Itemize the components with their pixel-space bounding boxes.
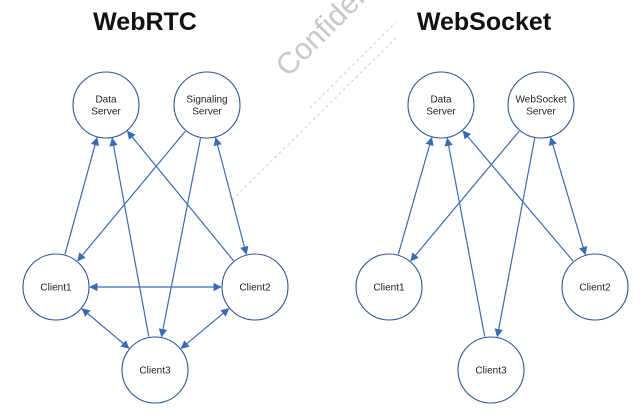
node-label: Client3 bbox=[139, 366, 171, 377]
connection-c2-signal bbox=[213, 137, 249, 255]
node-label: Server bbox=[426, 107, 456, 118]
node-circle bbox=[407, 71, 475, 139]
watermark-line bbox=[309, 21, 397, 109]
connection-c1-data bbox=[64, 136, 100, 255]
connection-c3-data bbox=[444, 137, 486, 337]
node-label: Server bbox=[192, 107, 222, 118]
node-label: Client1 bbox=[373, 283, 405, 294]
connection-c2-c3 bbox=[180, 308, 230, 349]
connection-c3-data bbox=[109, 137, 150, 337]
watermark: Confidential bbox=[270, 0, 405, 83]
node-circle bbox=[355, 253, 423, 321]
node-label: WebSocket bbox=[516, 95, 567, 106]
node-label: Data bbox=[95, 95, 117, 106]
node-label: Server bbox=[526, 107, 556, 118]
node-c1: Client1 bbox=[22, 253, 90, 321]
connection-c2-signal bbox=[548, 136, 588, 256]
connection-c1-signal bbox=[77, 130, 186, 262]
node-c2: Client2 bbox=[221, 253, 289, 321]
webrtc-connections bbox=[64, 130, 249, 349]
connection-c3-signal bbox=[158, 138, 202, 338]
node-circle bbox=[22, 253, 90, 321]
node-c3: Client3 bbox=[457, 336, 525, 404]
node-label: Client2 bbox=[579, 283, 611, 294]
node-circle bbox=[221, 253, 289, 321]
node-label: Server bbox=[91, 107, 121, 118]
connection-c2-data bbox=[462, 130, 574, 262]
node-c2: Client2 bbox=[561, 253, 629, 321]
node-circle bbox=[561, 253, 629, 321]
node-label: Data bbox=[430, 95, 452, 106]
node-circle bbox=[72, 71, 140, 139]
websocket-title: WebSocket bbox=[417, 8, 552, 36]
node-label: Client2 bbox=[239, 283, 271, 294]
websocket-connections bbox=[397, 130, 588, 338]
watermark-line bbox=[231, 37, 397, 201]
node-label: Client3 bbox=[475, 366, 507, 377]
node-circle bbox=[121, 336, 189, 404]
node-circle bbox=[507, 71, 575, 139]
webrtc-title: WebRTC bbox=[93, 8, 197, 36]
connection-c1-c3 bbox=[81, 308, 130, 349]
node-label: Signaling bbox=[186, 95, 227, 106]
node-label: Client1 bbox=[40, 283, 72, 294]
node-c1: Client1 bbox=[355, 253, 423, 321]
connection-c1-data bbox=[397, 136, 434, 255]
node-circle bbox=[173, 71, 241, 139]
node-c3: Client3 bbox=[121, 336, 189, 404]
node-circle bbox=[457, 336, 525, 404]
connection-c3-signal bbox=[494, 138, 536, 338]
connection-c1-signal bbox=[410, 130, 520, 262]
